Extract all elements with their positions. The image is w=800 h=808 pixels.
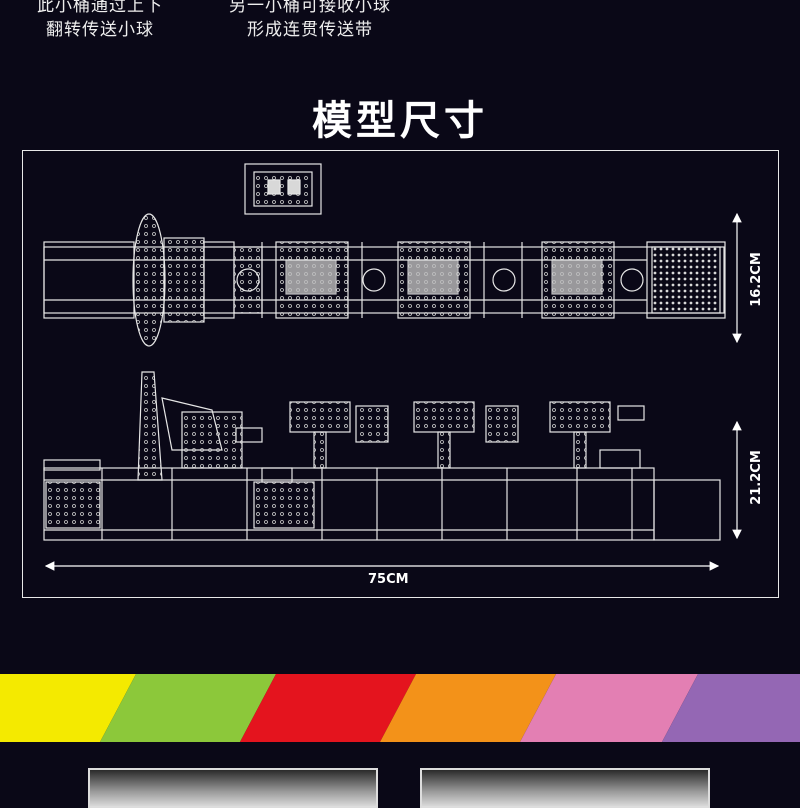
stripe-green bbox=[100, 674, 276, 742]
top-height-label: 16.2CM bbox=[748, 252, 764, 307]
dimension-frame bbox=[22, 150, 779, 598]
caption-right: 另一小桶可接收小球 形成连贯传送带 bbox=[210, 0, 410, 42]
stripe-pink bbox=[520, 674, 698, 742]
top-view bbox=[43, 163, 726, 347]
color-stripes bbox=[0, 674, 800, 742]
caption-left-line1: 此小桶通过上下 bbox=[37, 0, 163, 16]
preview-card-right bbox=[420, 768, 710, 808]
preview-card-left bbox=[88, 768, 378, 808]
caption-right-line2: 形成连贯传送带 bbox=[247, 20, 373, 40]
model-blueprint bbox=[43, 163, 742, 571]
length-label: 75CM bbox=[368, 572, 409, 587]
page-title: 模型尺寸 bbox=[312, 98, 488, 144]
side-height-label: 21.2CM bbox=[748, 450, 764, 505]
caption-left-line2: 翻转传送小球 bbox=[46, 20, 154, 40]
stripe-red bbox=[240, 674, 416, 742]
side-view bbox=[43, 371, 721, 541]
stripe-orange bbox=[380, 674, 556, 742]
caption-right-line1: 另一小桶可接收小球 bbox=[229, 0, 391, 16]
stripe-yellow bbox=[0, 674, 136, 742]
stripe-purple bbox=[662, 674, 800, 742]
caption-left: 此小桶通过上下 翻转传送小球 bbox=[20, 0, 180, 42]
